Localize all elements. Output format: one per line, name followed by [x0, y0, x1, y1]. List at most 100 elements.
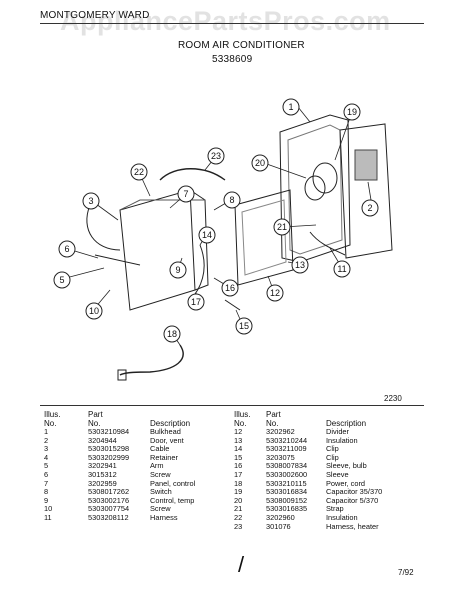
capacitor-35-370 — [312, 162, 338, 194]
pen-mark: / — [238, 552, 245, 577]
description-cell: Clip — [326, 444, 339, 454]
description-cell: Clip — [326, 452, 339, 462]
illus-no-cell: 9 — [44, 495, 49, 505]
callout-19: 19 — [343, 103, 361, 121]
table-row: 11 5303208112 Harness — [44, 512, 197, 523]
illus-no-cell: 20 — [234, 495, 243, 505]
description-cell: Harness — [150, 512, 178, 522]
description-cell: Panel, control — [150, 478, 196, 488]
illus-no-cell: 22 — [234, 512, 243, 522]
svg-text:18: 18 — [167, 329, 177, 339]
svg-text:7: 7 — [183, 189, 188, 199]
description-cell: Insulation — [326, 512, 358, 522]
part-no-cell: 5303002176 — [88, 495, 130, 505]
harness-part — [309, 231, 346, 256]
svg-text:8: 8 — [229, 195, 234, 205]
description-cell: Power, cord — [326, 478, 366, 488]
vent-door-part — [339, 123, 393, 259]
part-no-cell: 5303016834 — [266, 487, 308, 497]
col-desc: Description — [150, 419, 191, 428]
illus-no-cell: 5 — [44, 461, 49, 471]
callout-3: 3 — [82, 192, 100, 210]
illus-no-cell: 11 — [44, 512, 52, 522]
description-cell: Cable — [150, 444, 170, 454]
part-no-cell: 5303211009 — [266, 444, 307, 454]
part-no-cell: 5308009152 — [266, 495, 308, 505]
power-cord-part — [119, 344, 184, 376]
watermark: AppliancePartsPros.com — [60, 6, 391, 36]
callout-14: 14 — [198, 226, 216, 244]
description-cell: Switch — [150, 487, 172, 497]
callout-22: 22 — [130, 163, 148, 181]
callout-10: 10 — [85, 302, 103, 320]
part-no-cell: 5303210115 — [266, 478, 307, 488]
header-rule — [40, 23, 424, 24]
svg-text:11: 11 — [337, 264, 346, 274]
callout-21: 21 — [273, 218, 291, 236]
svg-text:20: 20 — [255, 158, 265, 168]
illus-no-cell: 23 — [234, 521, 243, 531]
col-part: Part — [88, 410, 103, 419]
clip-part — [224, 299, 241, 311]
svg-text:10: 10 — [89, 306, 99, 316]
svg-text:12: 12 — [270, 288, 280, 298]
col-illus: Illus. — [44, 410, 61, 419]
model-number: 5338609 — [212, 54, 253, 65]
part-no-cell: 3202941 — [88, 461, 117, 471]
callout-13: 13 — [291, 256, 309, 274]
table-top-rule — [40, 405, 424, 406]
description-cell: Screw — [150, 469, 171, 479]
svg-text:16: 16 — [225, 283, 235, 293]
callout-1: 1 — [282, 98, 300, 116]
illus-no-cell: 21 — [234, 504, 243, 514]
svg-text:1: 1 — [288, 102, 293, 112]
brand-title: MONTGOMERY WARD — [40, 10, 150, 21]
illus-no-cell: 16 — [234, 461, 243, 471]
description-cell: Sleeve — [326, 469, 349, 479]
callout-7: 7 — [177, 185, 195, 203]
control-box-top — [119, 199, 205, 211]
callout-5: 5 — [53, 271, 71, 289]
control-box-part — [119, 189, 196, 311]
table-row: 19 5303016834 Capacitor 35/370 — [234, 488, 384, 497]
description-cell: Screw — [150, 504, 171, 514]
svg-text:3: 3 — [88, 196, 93, 206]
description-cell: Insulation — [326, 435, 358, 445]
divider-insulation — [241, 199, 287, 276]
illus-no-cell: 2 — [44, 435, 49, 445]
callout-8: 8 — [223, 191, 241, 209]
figure-code: 2230 — [384, 394, 402, 403]
illus-no-cell: 15 — [234, 452, 243, 462]
part-no-cell: 5303208112 — [88, 512, 129, 522]
svg-text:13: 13 — [295, 260, 305, 270]
description-cell: Capacitor 35/370 — [326, 487, 383, 497]
part-no-cell: 5303210244 — [266, 435, 308, 445]
illus-no-cell: 19 — [234, 487, 243, 497]
part-no-cell: 3202959 — [88, 478, 117, 488]
description-cell: Retainer — [150, 452, 178, 462]
sleeve-part — [189, 244, 205, 301]
description-cell: Divider — [326, 427, 349, 436]
callout-group: 1 19 20 2 3 6 5 22 23 7 8 14 9 10 16 17 … — [53, 98, 379, 343]
heater-harness-part — [159, 168, 226, 181]
part-no-cell: 3015312 — [88, 469, 117, 479]
callout-12: 12 — [266, 284, 284, 302]
part-no-cell: 3204944 — [88, 435, 117, 445]
part-no-cell: 5303210984 — [88, 427, 130, 436]
arm-part — [94, 254, 141, 266]
description-cell: Harness, heater — [326, 521, 379, 531]
illus-no-cell: 1 — [44, 427, 49, 436]
part-no-cell: 5303002600 — [266, 469, 308, 479]
callout-11: 11 — [333, 260, 351, 278]
